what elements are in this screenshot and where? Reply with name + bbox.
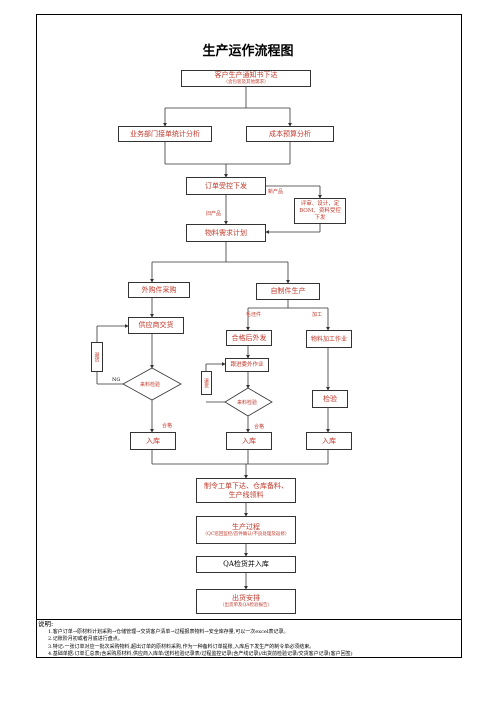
outsource-ok-label: 合格后外发	[231, 333, 267, 342]
inspect-box: 检验	[312, 390, 348, 408]
notice-box: 客户生产通知书下达 （含包装及其他需求）	[181, 70, 311, 87]
return-b-label: 退货	[203, 378, 209, 388]
ng-label: NG	[112, 377, 121, 383]
ship-main: 出货安排	[232, 594, 260, 602]
order-analysis-box: 业务部门接单统计分析	[118, 126, 212, 142]
supplier-label: 供应商交货	[138, 321, 174, 329]
notes-divider	[36, 619, 462, 620]
in-c-box: 入库	[306, 432, 352, 450]
page-title: 生产运作流程图	[202, 44, 294, 59]
production-box: 生产过程 （QC巡回监控/首件确认/不良处理及返修）	[196, 516, 296, 544]
mrp-box: 物料需求计划	[186, 224, 266, 242]
notice-main: 客户生产通知书下达	[214, 71, 278, 79]
production-sub: （QC巡回监控/首件确认/不良处理及返修）	[202, 531, 290, 537]
document-frame	[36, 14, 462, 658]
inspect-label: 检验	[323, 394, 337, 403]
supplier-box: 供应商交货	[128, 317, 184, 334]
notice-sub: （含包装及其他需求）	[223, 80, 269, 85]
workorder-box: 制令工单下达、仓库备料、生产线领料	[196, 478, 296, 503]
qa-box: QA检货并入库	[196, 556, 296, 573]
purchase-label: 外购件采购	[141, 285, 177, 294]
receive-check-box: 跟进委外作业	[225, 358, 269, 372]
inspection-diamond-a	[122, 367, 182, 401]
ship-box: 出货安排 （出货单及QA检验报告）	[196, 589, 296, 614]
note-item: 4.基础单据:订单汇总表(含采购原材料,供应商入库单/送料检验记录表/过程监控记…	[48, 651, 353, 657]
new-product-label: 新产品	[268, 189, 284, 195]
in-a-label: 入库	[146, 436, 160, 445]
process-label: 加工	[312, 312, 323, 318]
in-a-box: 入库	[130, 432, 176, 450]
check-b-label: 来料检验	[237, 400, 258, 406]
production-main: 生产过程	[232, 522, 260, 531]
note-item: 3.特记:一张订单对应一批次采购物料,超出订单的原材料采购,作为一种备料订单提账…	[48, 643, 315, 650]
return-a-label: 退货	[93, 352, 100, 362]
receive-check-label: 跟进委外作业	[230, 361, 264, 368]
check-a-label: 来料检验	[140, 382, 161, 388]
return-a-box: 退货	[91, 342, 103, 372]
mrp-label: 物料需求计划	[205, 228, 247, 237]
pass-b-label: 合格	[254, 424, 265, 430]
in-b-box: 入库	[226, 432, 272, 450]
pass-a-label: 合格	[162, 423, 173, 429]
cost-analysis-label: 成本预算分析	[269, 129, 311, 138]
self-made-box: 自制件生产	[256, 283, 320, 300]
inspection-diamond-b	[224, 387, 273, 417]
cost-analysis-box: 成本预算分析	[246, 126, 334, 142]
notes-list: 1.客户订单→原材料计划采购→仓储管理→交货客户清单→过程报表物料→安全库存量,…	[36, 629, 462, 659]
review-box: 评审、设计，定BOM、资料受控下发	[294, 198, 346, 224]
notes-section: 说明: 1.客户订单→原材料计划采购→仓储管理→交货客户清单→过程报表物料→安全…	[36, 620, 462, 659]
order-analysis-label: 业务部门接单统计分析	[130, 129, 200, 138]
in-b-label: 入库	[242, 436, 256, 445]
note-item: 1.客户订单→原材料计划采购→仓储管理→交货客户清单→过程报表物料→安全库存量,…	[48, 628, 289, 635]
review-label: 评审、设计，定BOM、资料受控下发	[299, 200, 341, 221]
notes-heading: 说明:	[38, 620, 54, 628]
return-b-box: 退货	[201, 371, 212, 395]
process-job-label: 物料加工作业	[310, 335, 347, 343]
qa-label: QA检货并入库	[223, 560, 269, 568]
order-control-box: 订单受控下发	[186, 177, 266, 195]
process-job-box: 物料加工作业	[306, 330, 352, 348]
note-item: 2.记账阶月初或者月底进行盘点。	[48, 636, 123, 642]
self-made-label: 自制件生产	[270, 287, 306, 295]
in-c-label: 入库	[322, 436, 336, 445]
old-product-label: 旧产品	[206, 211, 222, 217]
order-control-label: 订单受控下发	[205, 181, 247, 190]
workorder-label: 制令工单下达、仓库备料、生产线领料	[204, 481, 288, 499]
ship-sub: （出货单及QA检验报告）	[220, 603, 272, 608]
outsource-ok-box: 合格后外发	[226, 330, 272, 346]
raw-parts-label: 毛坯件	[246, 312, 262, 318]
purchase-box: 外购件采购	[128, 282, 190, 298]
